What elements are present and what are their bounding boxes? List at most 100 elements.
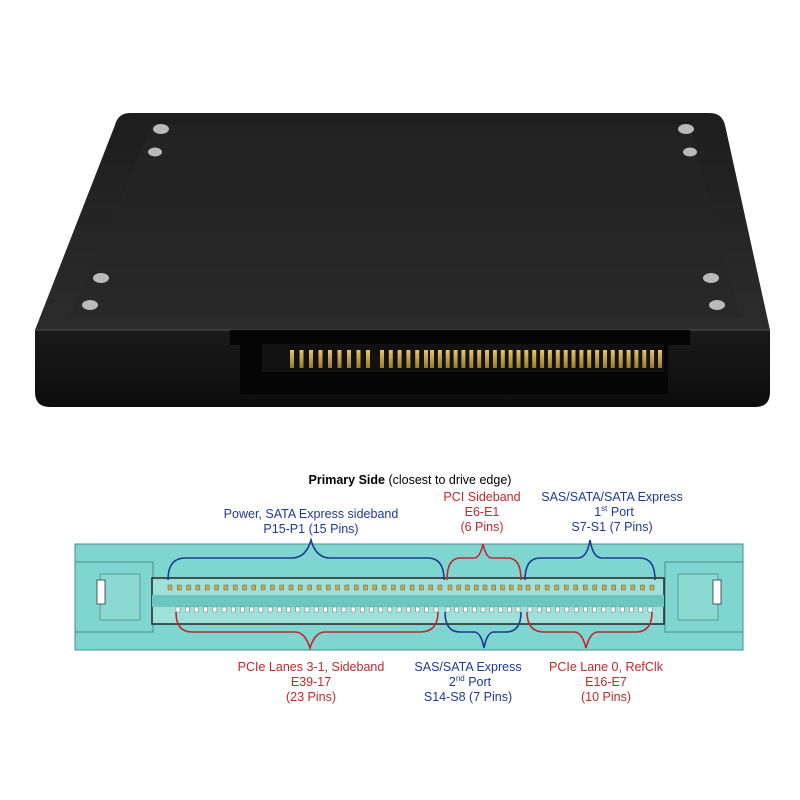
diagram-pin <box>564 606 570 613</box>
diagram-pin <box>445 606 451 613</box>
diagram-pin <box>277 606 282 613</box>
connector-pin <box>547 350 552 368</box>
diagram-pin <box>537 606 542 613</box>
connector-pin <box>532 350 537 368</box>
connector-pin <box>603 350 607 368</box>
diagram-pin <box>630 584 636 591</box>
label-sas-sata-express-2nd: SAS/SATA Express <box>414 660 521 674</box>
connector-pin <box>388 350 393 368</box>
label-23-pins: (23 Pins) <box>286 690 336 704</box>
connector-pin <box>634 350 639 368</box>
diagram-pin <box>242 584 247 591</box>
diagram-pin <box>231 606 236 613</box>
enclosure-photo <box>35 113 770 407</box>
diagram-pin <box>507 606 512 613</box>
diagram-pin <box>509 584 514 591</box>
connector-pin <box>579 350 584 368</box>
diagram-pin <box>409 584 415 591</box>
connector-pin <box>424 350 428 368</box>
diagram-pin <box>647 606 653 613</box>
diagram-pin <box>535 584 540 591</box>
label-e6-e1: E6-E1 <box>465 505 500 519</box>
diagram-pin <box>212 606 218 613</box>
diagram-pin <box>472 606 477 613</box>
diagram-pin <box>391 584 396 591</box>
diagram-pin <box>640 584 645 591</box>
connector-pin <box>309 350 313 368</box>
diagram-pin <box>544 584 550 591</box>
connector-pin <box>461 350 466 368</box>
diagram-pin <box>350 606 356 613</box>
diagram-pin <box>396 606 402 613</box>
label-sas-sata-express-1st: SAS/SATA/SATA Express <box>541 490 682 504</box>
diagram-pin <box>378 606 383 613</box>
diagram-pin <box>249 606 254 613</box>
connector-pin <box>587 350 592 368</box>
connector-pin <box>650 350 655 368</box>
diagram-pin <box>381 584 387 591</box>
connector-pin <box>500 350 505 368</box>
diagram-pin <box>195 584 201 591</box>
diagram-pin <box>574 606 579 613</box>
diagram-pin <box>258 606 264 613</box>
connector-pin <box>437 350 442 368</box>
connector-pin <box>595 350 600 368</box>
bracket-bottom-center <box>444 611 522 649</box>
diagram-pin <box>525 584 531 591</box>
diagram-pin <box>304 606 310 613</box>
label-s14-s8: S14-S8 (7 Pins) <box>424 690 512 704</box>
label-10-pins: (10 Pins) <box>581 690 631 704</box>
diagram-pin <box>621 584 626 591</box>
diagram-pin <box>610 606 616 613</box>
diagram-pin <box>638 606 643 613</box>
diagram-pin <box>498 606 503 613</box>
connector-pin <box>328 350 332 368</box>
label-e16-e7: E16-E7 <box>585 675 627 689</box>
connector-pin <box>563 350 568 368</box>
diagram-pin <box>369 606 374 613</box>
diagram-pin <box>167 584 173 591</box>
diagram-pin <box>491 584 496 591</box>
diagram-pin <box>419 584 424 591</box>
diagram-pin <box>270 584 275 591</box>
label-e39-17: E39-17 <box>291 675 331 689</box>
diagram-pin <box>611 584 616 591</box>
diagram-pin <box>194 606 199 613</box>
screw-holes <box>82 124 725 310</box>
bracket-top-center <box>446 543 522 581</box>
diagram-pin <box>620 606 625 613</box>
diagram-pin <box>232 584 238 591</box>
diagram-pin <box>482 584 488 591</box>
diagram-pin <box>554 584 559 591</box>
diagram-pin <box>316 584 322 591</box>
label-pci-sideband: PCI Sideband <box>443 490 520 504</box>
diagram-pin <box>177 584 182 591</box>
diagram-pin <box>363 584 368 591</box>
label-pcie-lane-0: PCIe Lane 0, RefClk <box>549 660 664 674</box>
label-6-pins: (6 Pins) <box>460 520 503 534</box>
connector-pin <box>508 350 513 368</box>
diagram-pin <box>424 606 429 613</box>
connector-pin <box>290 350 294 368</box>
connector-pin <box>406 350 411 368</box>
diagram-pin <box>186 584 191 591</box>
diagram-pin <box>428 584 433 591</box>
diagram-pin <box>583 606 588 613</box>
bracket-top-left <box>167 537 445 581</box>
pinout-diagram: Primary Side (closest to drive edge) Pow… <box>74 473 744 704</box>
connector-pin <box>485 350 489 368</box>
diagram-pin <box>360 606 365 613</box>
connector-pin <box>318 350 323 368</box>
diagram-pin <box>314 606 319 613</box>
connector-pin <box>516 350 521 368</box>
connector-pin <box>626 350 631 368</box>
diagram-pin <box>583 584 588 591</box>
connector-pin <box>397 350 402 368</box>
label-pcie-lanes-3-1: PCIe Lanes 3-1, Sideband <box>238 660 385 674</box>
diagram-pin <box>286 606 291 613</box>
connector-pin <box>356 350 361 368</box>
connector-pin <box>492 350 497 368</box>
diagram-pin <box>240 606 245 613</box>
diagram-pin <box>433 606 439 613</box>
diagram-pin <box>400 584 405 591</box>
